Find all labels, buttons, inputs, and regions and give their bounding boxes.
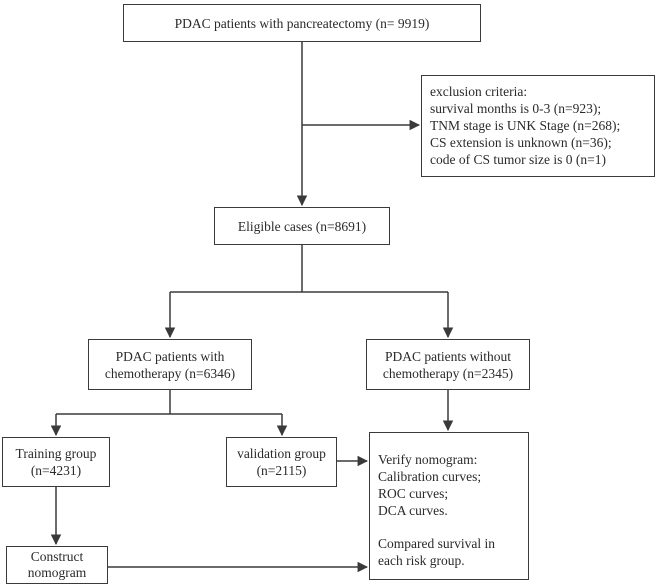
exclusion-line-4: CS extension is unknown (n=36); [430, 135, 612, 150]
construct-line-2: nomogram [27, 565, 87, 580]
exclusion-line-3: TNM stage is UNK Stage (n=268); [430, 118, 621, 133]
exclusion-line-1: exclusion criteria: [430, 84, 528, 99]
node-construct: Construct nomogram [6, 546, 108, 584]
verify-line-3: ROC curves; [378, 486, 449, 501]
node-start-label: PDAC patients with pancreatectomy (n= 99… [174, 15, 430, 31]
node-without-chemo: PDAC patients without chemotherapy (n=23… [366, 339, 530, 390]
without-chemo-line-2: chemotherapy (n=2345) [382, 365, 514, 381]
verify-spacer [378, 519, 520, 535]
exclusion-line-5: code of CS tumor size is 0 (n=1) [430, 152, 606, 167]
construct-line-1: Construct [30, 549, 84, 564]
verify-line-2: Calibration curves; [378, 469, 482, 484]
validation-line-1: validation group [237, 446, 326, 461]
node-verify: Verify nomogram: Calibration curves; ROC… [369, 432, 529, 580]
training-line-1: Training group [15, 446, 97, 461]
node-eligible: Eligible cases (n=8691) [214, 207, 390, 245]
node-training: Training group (n=4231) [2, 437, 110, 487]
verify-line-1: Verify nomogram: [378, 452, 478, 467]
verify-line-6: each risk group. [378, 553, 465, 568]
with-chemo-line-1: PDAC patients with [115, 348, 225, 364]
node-eligible-label: Eligible cases (n=8691) [237, 218, 367, 234]
with-chemo-line-2: chemotherapy (n=6346) [104, 365, 236, 381]
node-validation: validation group (n=2115) [226, 437, 337, 487]
training-line-2: (n=4231) [30, 463, 82, 478]
node-exclusion: exclusion criteria: survival months is 0… [421, 75, 655, 177]
verify-line-5: Compared survival in [378, 536, 495, 551]
without-chemo-line-1: PDAC patients without [384, 348, 511, 364]
verify-line-4: DCA curves. [378, 503, 448, 518]
node-start: PDAC patients with pancreatectomy (n= 99… [123, 4, 481, 42]
validation-line-2: (n=2115) [256, 463, 307, 478]
node-with-chemo: PDAC patients with chemotherapy (n=6346) [88, 339, 252, 390]
exclusion-line-2: survival months is 0-3 (n=923); [430, 101, 602, 116]
